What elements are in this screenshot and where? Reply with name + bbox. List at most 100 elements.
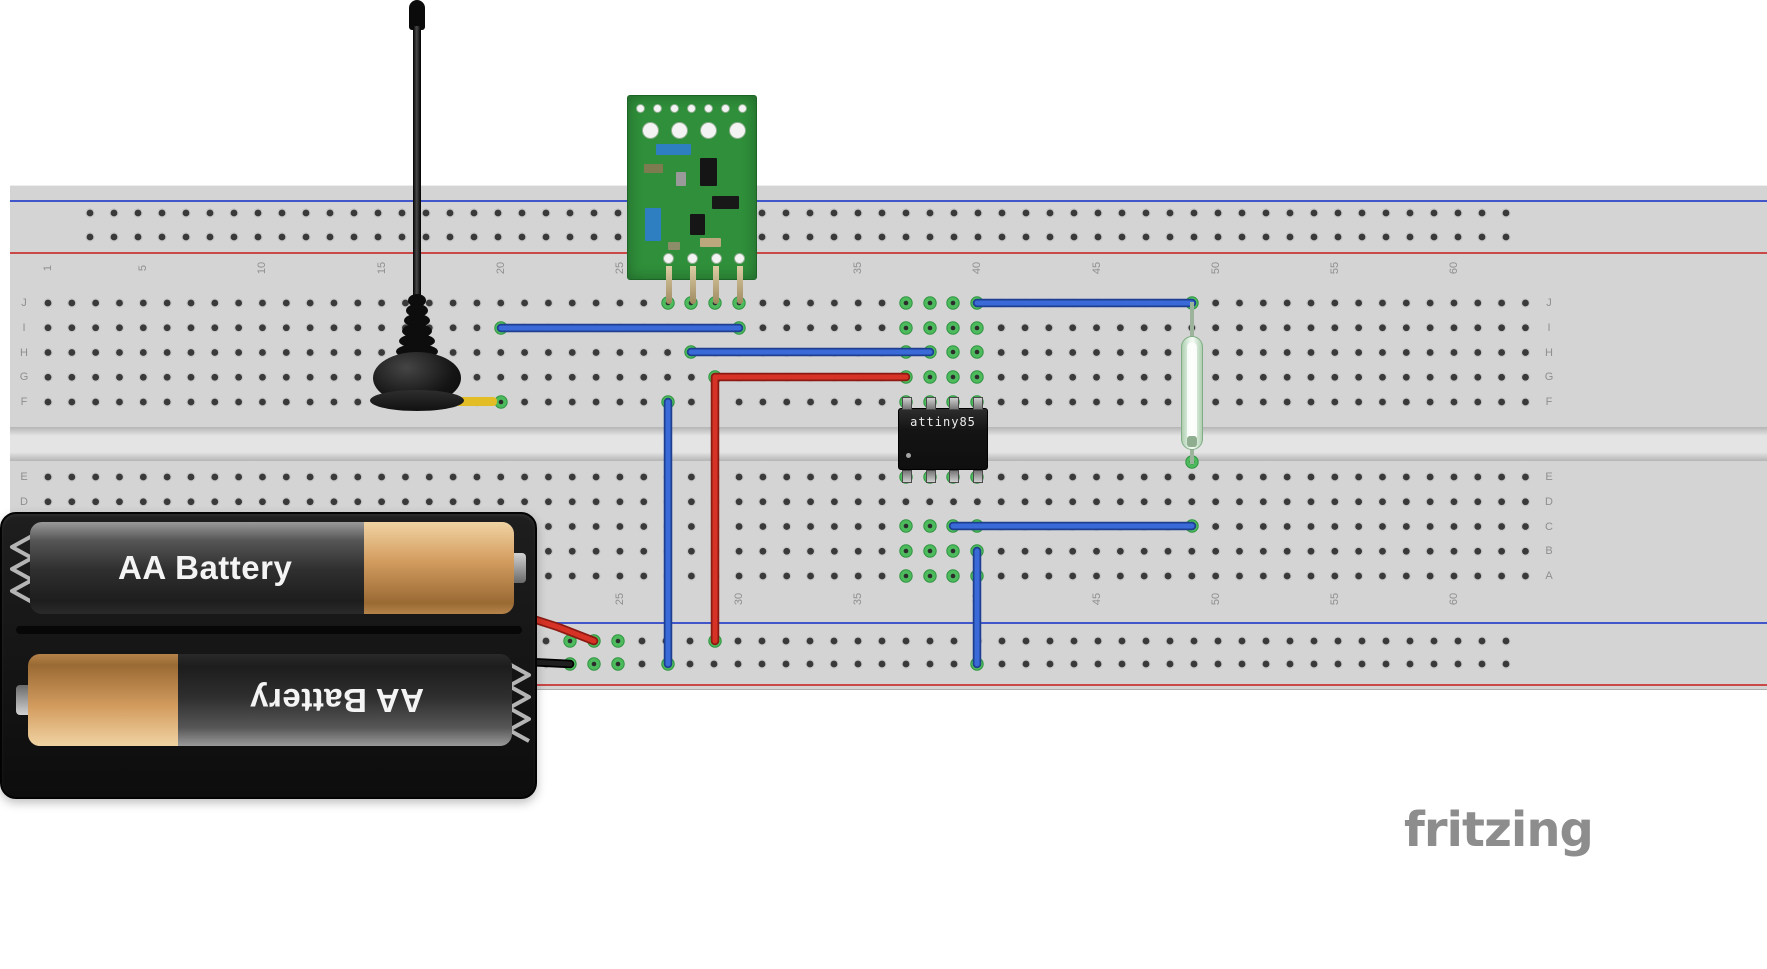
module-hole [653,104,662,113]
aa-battery-1: AA Battery [30,522,526,614]
module-hole [729,122,746,139]
column-number-35: 35 [852,261,865,275]
module-pin [737,266,743,304]
row-label-H: H [1545,346,1553,359]
chip-pin [926,397,936,410]
module-pin [690,266,696,304]
chip-pin [949,470,959,483]
capacitor [656,144,691,155]
row-label-J: J [21,297,27,309]
row-label-C: C [1545,520,1553,533]
fritzing-logo: fritzing [1404,802,1594,858]
top-rail-blue-line [10,200,1767,202]
module-pin-hole [734,253,745,264]
module-pin-hole [663,253,674,264]
column-number-55: 55 [1328,592,1341,606]
chip-pin1-dot [906,453,911,458]
reed-lead-bottom [1190,446,1194,464]
column-number-20: 20 [494,261,507,275]
module-hole [636,104,645,113]
battery-label: AA Battery [118,549,293,586]
reed-switch[interactable] [1178,300,1206,468]
reed-lead-top [1190,302,1194,342]
row-label-G: G [1544,371,1554,384]
module-hole [687,104,696,113]
module-pin-hole [687,253,698,264]
battery-springs [10,534,531,743]
battery-copper-end [28,654,178,746]
module-hole [700,122,717,139]
column-number-5: 5 [137,264,150,272]
row-label-E: E [1545,471,1553,483]
top-rail-red-line [10,252,1767,254]
row-label-B: B [1545,545,1553,558]
ic-component [690,214,705,235]
spring-icon [10,534,34,604]
row-label-G: G [19,371,29,384]
chip-pin [902,470,912,483]
ic-component [712,196,739,209]
antenna-rod [413,26,421,302]
reed-inner-contact [1187,342,1197,444]
row-label-D: D [1545,495,1553,508]
column-number-45: 45 [1090,592,1103,606]
chip-pin [949,397,959,410]
column-number-10: 10 [256,261,269,275]
module-hole [671,122,688,139]
chip-label: attiny85 [910,415,976,429]
column-number-25: 25 [613,592,626,606]
column-number-55: 55 [1328,261,1341,275]
battery-label: AA Battery [249,682,424,719]
column-number-25: 25 [613,261,626,275]
row-label-E: E [20,471,28,483]
module-hole [721,104,730,113]
row-label-F: F [1545,396,1553,408]
bottom-rail-red-line [10,684,1767,686]
row-label-A: A [1545,570,1553,582]
module-hole [704,104,713,113]
resistor [644,164,663,173]
row-label-I: I [22,321,26,334]
wire-red-8[interactable] [525,613,599,646]
reed-tip [1187,436,1197,447]
breadboard-center-channel [10,427,1767,461]
attiny85-chip[interactable]: attiny85 [898,397,988,483]
column-number-40: 40 [971,261,984,275]
battery-body: AA Battery [16,654,512,746]
antenna-base-plate [370,390,464,411]
transistor [700,158,717,186]
chip-pin [973,470,983,483]
column-number-60: 60 [1447,261,1460,275]
column-number-35: 35 [852,592,865,606]
row-label-D: D [20,495,28,508]
antenna-rib [404,314,430,327]
module-hole [670,104,679,113]
row-label-F: F [20,396,28,408]
module-hole [738,104,747,113]
battery-body: AA Battery [30,522,526,614]
column-number-50: 50 [1209,592,1222,606]
chip-pin [926,470,936,483]
column-number-45: 45 [1090,261,1103,275]
antenna-rib [408,294,426,307]
antenna-cap [409,0,425,30]
row-label-I: I [1547,321,1551,334]
column-number-30: 30 [733,592,746,606]
antenna-rib [406,304,428,317]
battery-terminal [16,685,28,715]
smd-component [676,172,686,186]
row-label-J: J [1546,297,1552,309]
smd-pad [668,242,680,250]
column-number-50: 50 [1209,261,1222,275]
module-hole [642,122,659,139]
capacitor [645,208,661,241]
smd-pad [700,238,721,247]
battery-terminal [514,553,526,583]
rf-transmitter-module[interactable] [627,95,757,304]
holder-divider [16,626,522,634]
battery-copper-end [364,522,514,614]
module-pin-hole [711,253,722,264]
battery-holder[interactable]: AA Battery AA Battery [0,512,537,799]
antenna[interactable] [370,0,497,416]
